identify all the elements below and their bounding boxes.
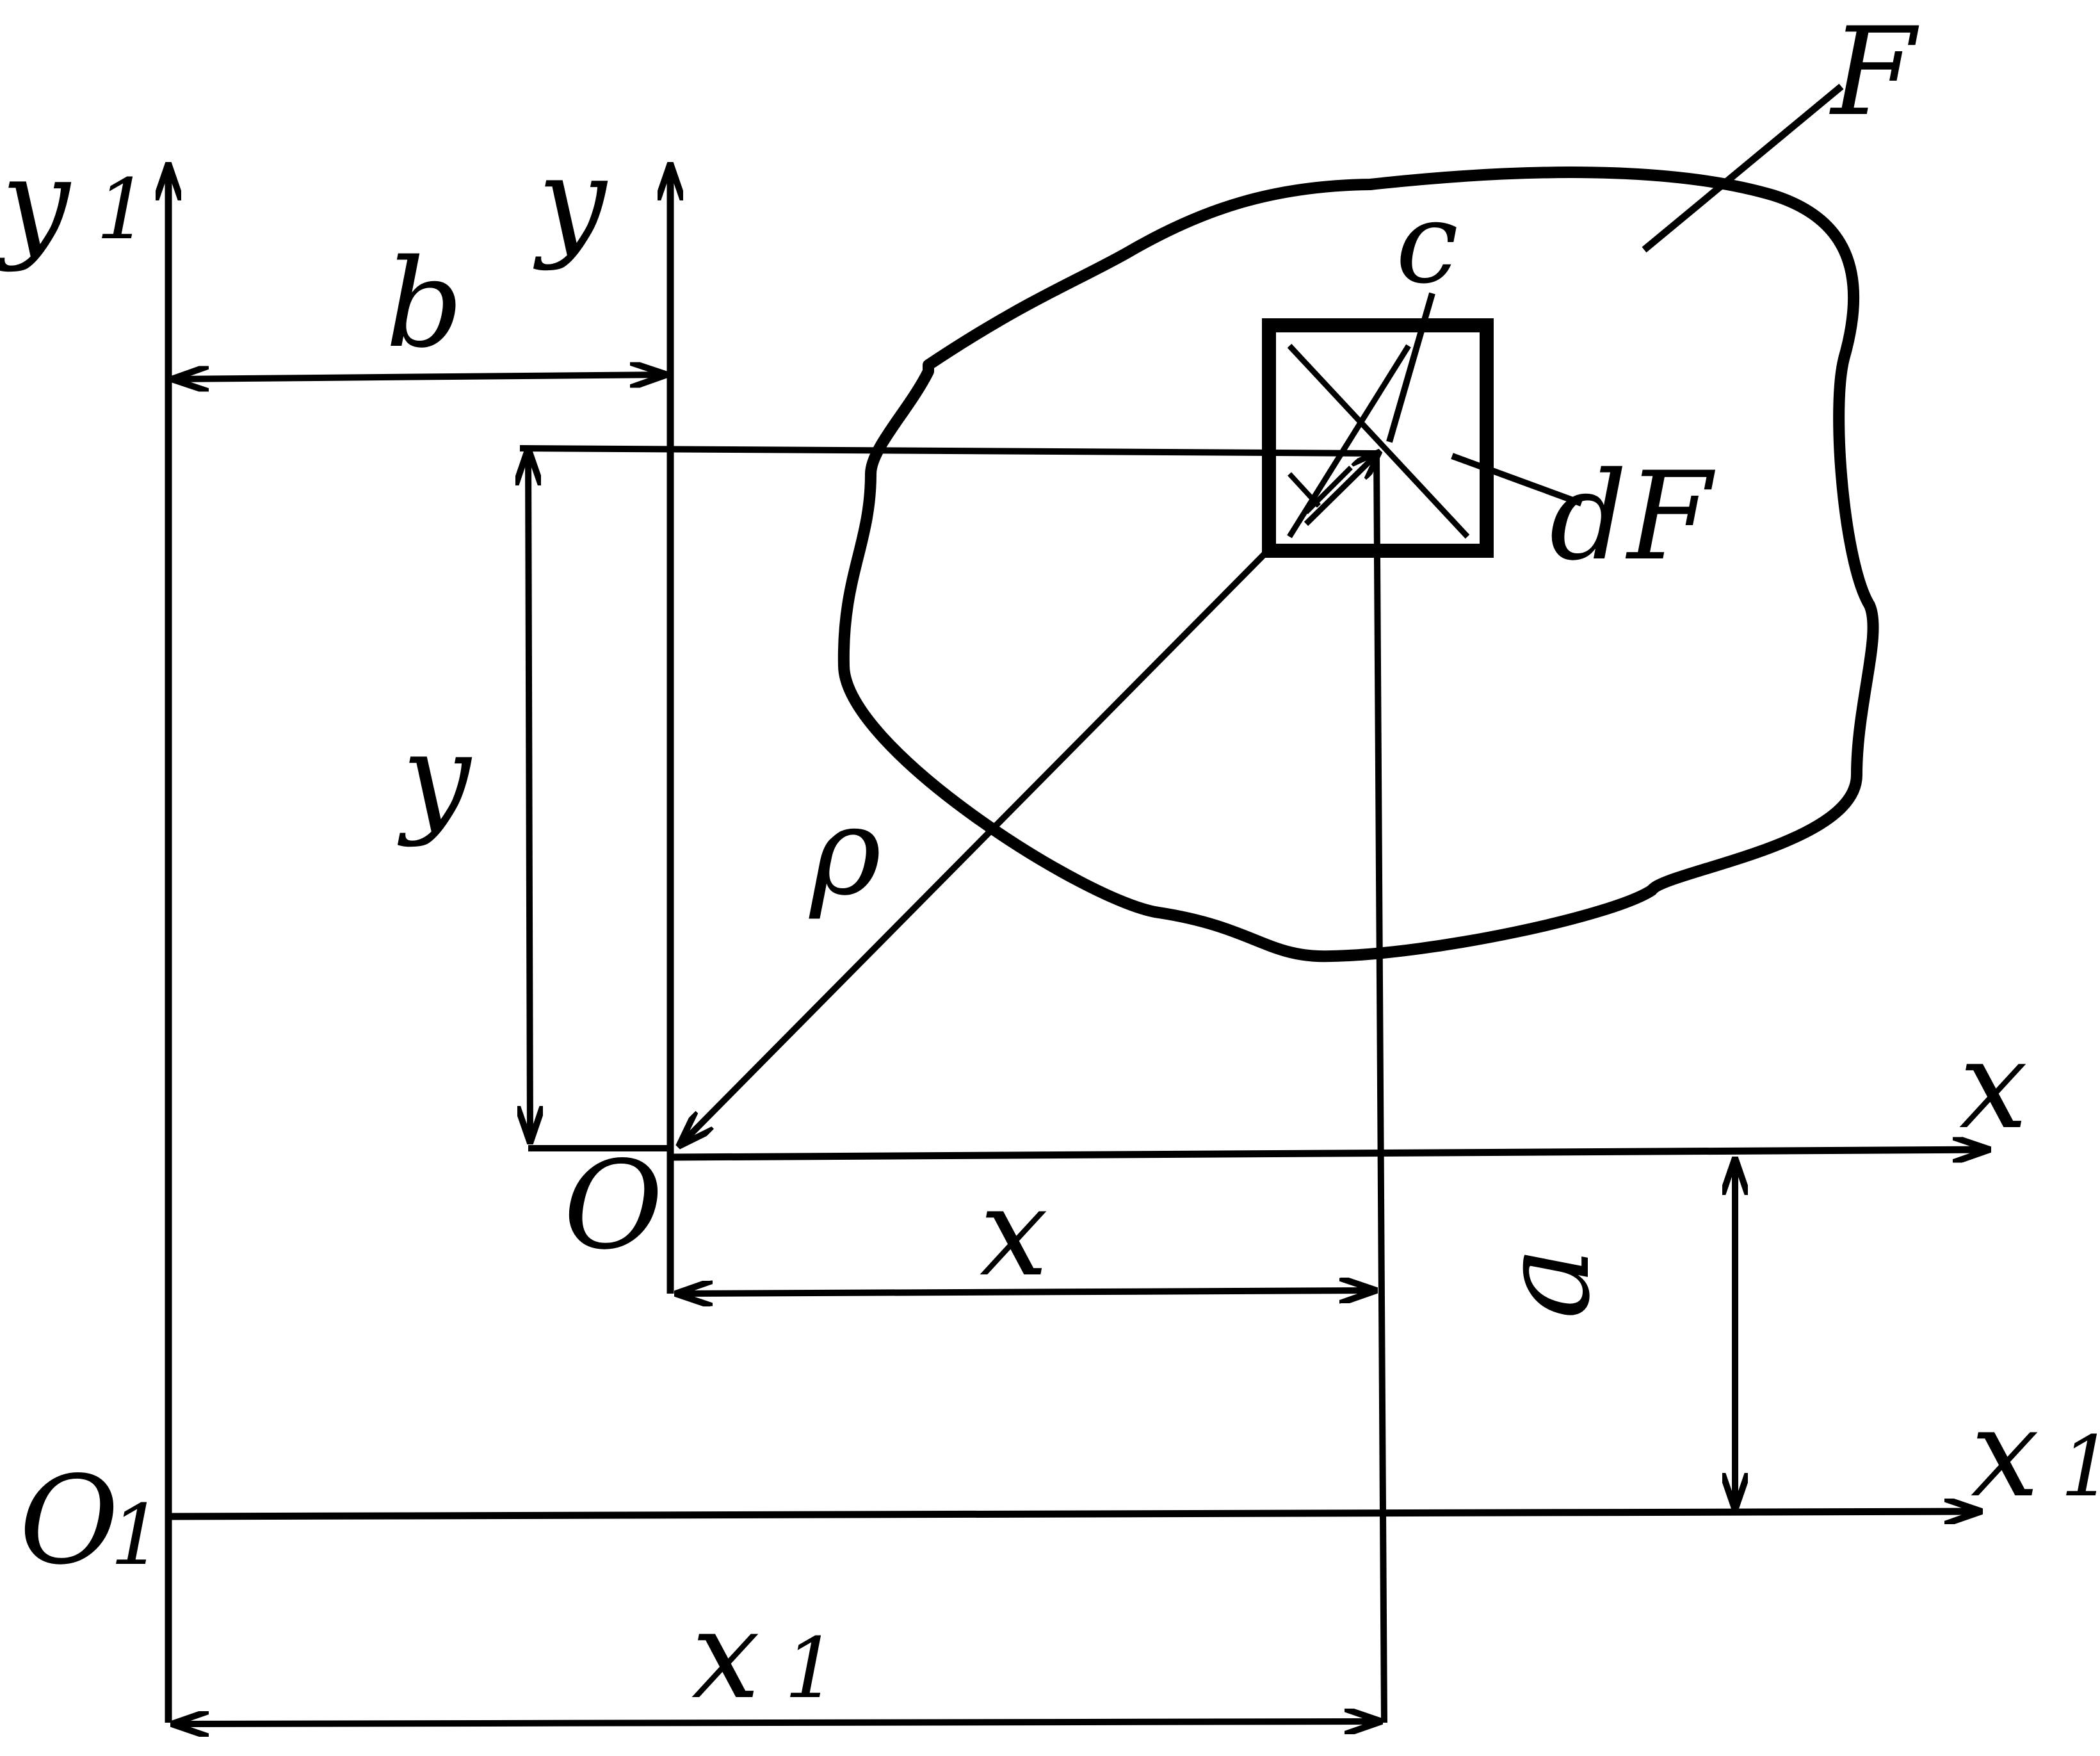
x1-axis [168,1511,1982,1516]
label-c: c [1396,179,1458,309]
dF-diagonal-1 [1287,343,1470,539]
dF-diagonal-2 [1287,344,1411,539]
label-a: a [1475,1247,1617,1319]
label-O: O [563,1135,663,1276]
label-O1-subscript: 1 [110,1486,163,1584]
F-leader-line [1642,83,1844,253]
label-dF: dF [1549,446,1716,587]
label-x1-axis-subscript: 1 [2060,1418,2100,1515]
label-y1: y [0,132,72,273]
dF-hatch-1 [1288,472,1321,508]
dF-leader-line [1451,453,1583,507]
dF-projection-horizontal [519,445,1377,457]
dimension-x [675,1290,1377,1294]
label-y1-subscript: 1 [96,161,149,258]
label-x-axis: x [1959,1014,2028,1156]
dF-hatch-2 [1304,466,1353,514]
label-O1: O [19,1450,119,1591]
c-leader-line [1386,292,1435,443]
rho-vector [679,541,1278,1146]
label-F: F [1829,1,1919,143]
dF-projection-vertical [1373,453,1387,1723]
label-x-dimension: x [980,1162,1048,1303]
label-b: b [385,233,464,375]
label-y-dimension: y [397,707,472,849]
label-y: y [533,131,608,272]
label-x1-dimension: x [691,1584,760,1726]
c-vector [1304,451,1380,526]
dimension-x1 [172,1721,1382,1724]
label-x1-dimension-subscript: 1 [784,1620,837,1717]
x-axis [670,1150,1990,1157]
label-rho: ρ [809,781,882,922]
dimension-y [528,448,530,1143]
dimension-b [172,375,667,379]
area-F-outline [837,167,1879,963]
label-x1-axis: x [1971,1383,2039,1524]
